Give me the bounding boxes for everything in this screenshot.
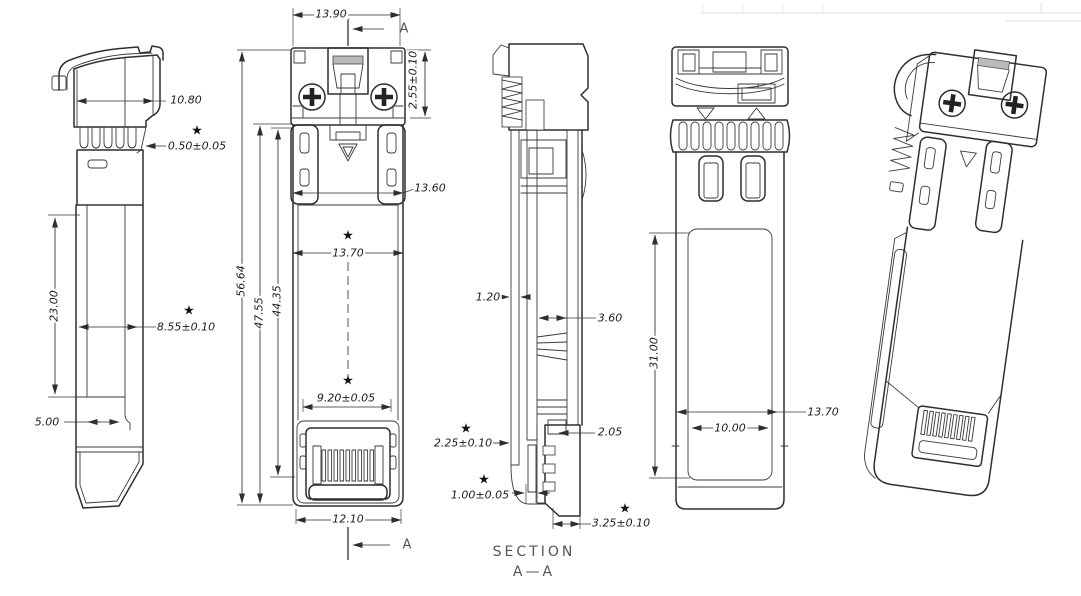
cutting-plane-label-bottom: A <box>402 537 412 553</box>
dim-section-wall-thickness: 1.20 <box>474 290 502 304</box>
critical-star-icon: ★ <box>342 228 354 244</box>
critical-star-icon: ★ <box>478 472 490 488</box>
dim-front-head-width: 13.90 <box>314 7 348 21</box>
dim-front-rail-width: 13.60 <box>413 181 447 195</box>
dim-front-tail-width: 12.10 <box>331 512 365 526</box>
critical-star-icon: ★ <box>460 421 472 437</box>
dim-front-mid-length: 47.55 <box>252 296 266 330</box>
scan-artifact <box>700 3 1081 22</box>
section-view <box>492 43 589 517</box>
dim-rear-label-length: 31.00 <box>647 336 661 370</box>
dim-front-body-width: 13.70 <box>331 246 365 260</box>
dim-section-cavity-width: 3.60 <box>596 311 624 325</box>
dim-section-pad-thickness: 2.25±0.10 <box>432 436 494 450</box>
dim-side-body-thickness: 8.55±0.10 <box>155 320 217 334</box>
dim-rear-body-width: 13.70 <box>806 405 840 419</box>
rear-view <box>669 46 791 510</box>
side-view <box>51 45 164 509</box>
dim-side-latch-gap: 0.50±0.05 <box>166 139 228 153</box>
dim-section-contact-width: 1.00±0.05 <box>449 488 511 502</box>
dimension-lines <box>48 8 806 560</box>
dim-front-overall-length: 56.64 <box>234 264 248 298</box>
dim-side-body-length: 23.00 <box>47 289 61 323</box>
dim-front-connector-width: 9.20±0.05 <box>315 391 377 405</box>
dim-section-edge-offset: 3.25±0.10 <box>590 516 652 530</box>
dim-rear-label-width: 10.00 <box>713 421 747 435</box>
critical-star-icon: ★ <box>191 123 203 139</box>
critical-star-icon: ★ <box>342 373 354 389</box>
dim-front-screw-depth: 2.55±0.10 <box>406 49 420 111</box>
cutting-plane-label-top: A <box>399 21 409 37</box>
dim-section-pcb-thickness: 2.05 <box>596 425 624 439</box>
critical-star-icon: ★ <box>183 303 195 319</box>
dim-side-taper-offset: 5.00 <box>33 415 61 429</box>
front-view <box>290 47 406 507</box>
critical-star-icon: ★ <box>619 501 631 517</box>
isometric-view <box>864 49 1048 497</box>
section-subtitle: A—A <box>512 564 556 580</box>
section-title: SECTION <box>492 544 576 560</box>
dim-side-head-width: 10.80 <box>169 93 203 107</box>
dim-front-inner-length: 44.35 <box>270 284 284 318</box>
